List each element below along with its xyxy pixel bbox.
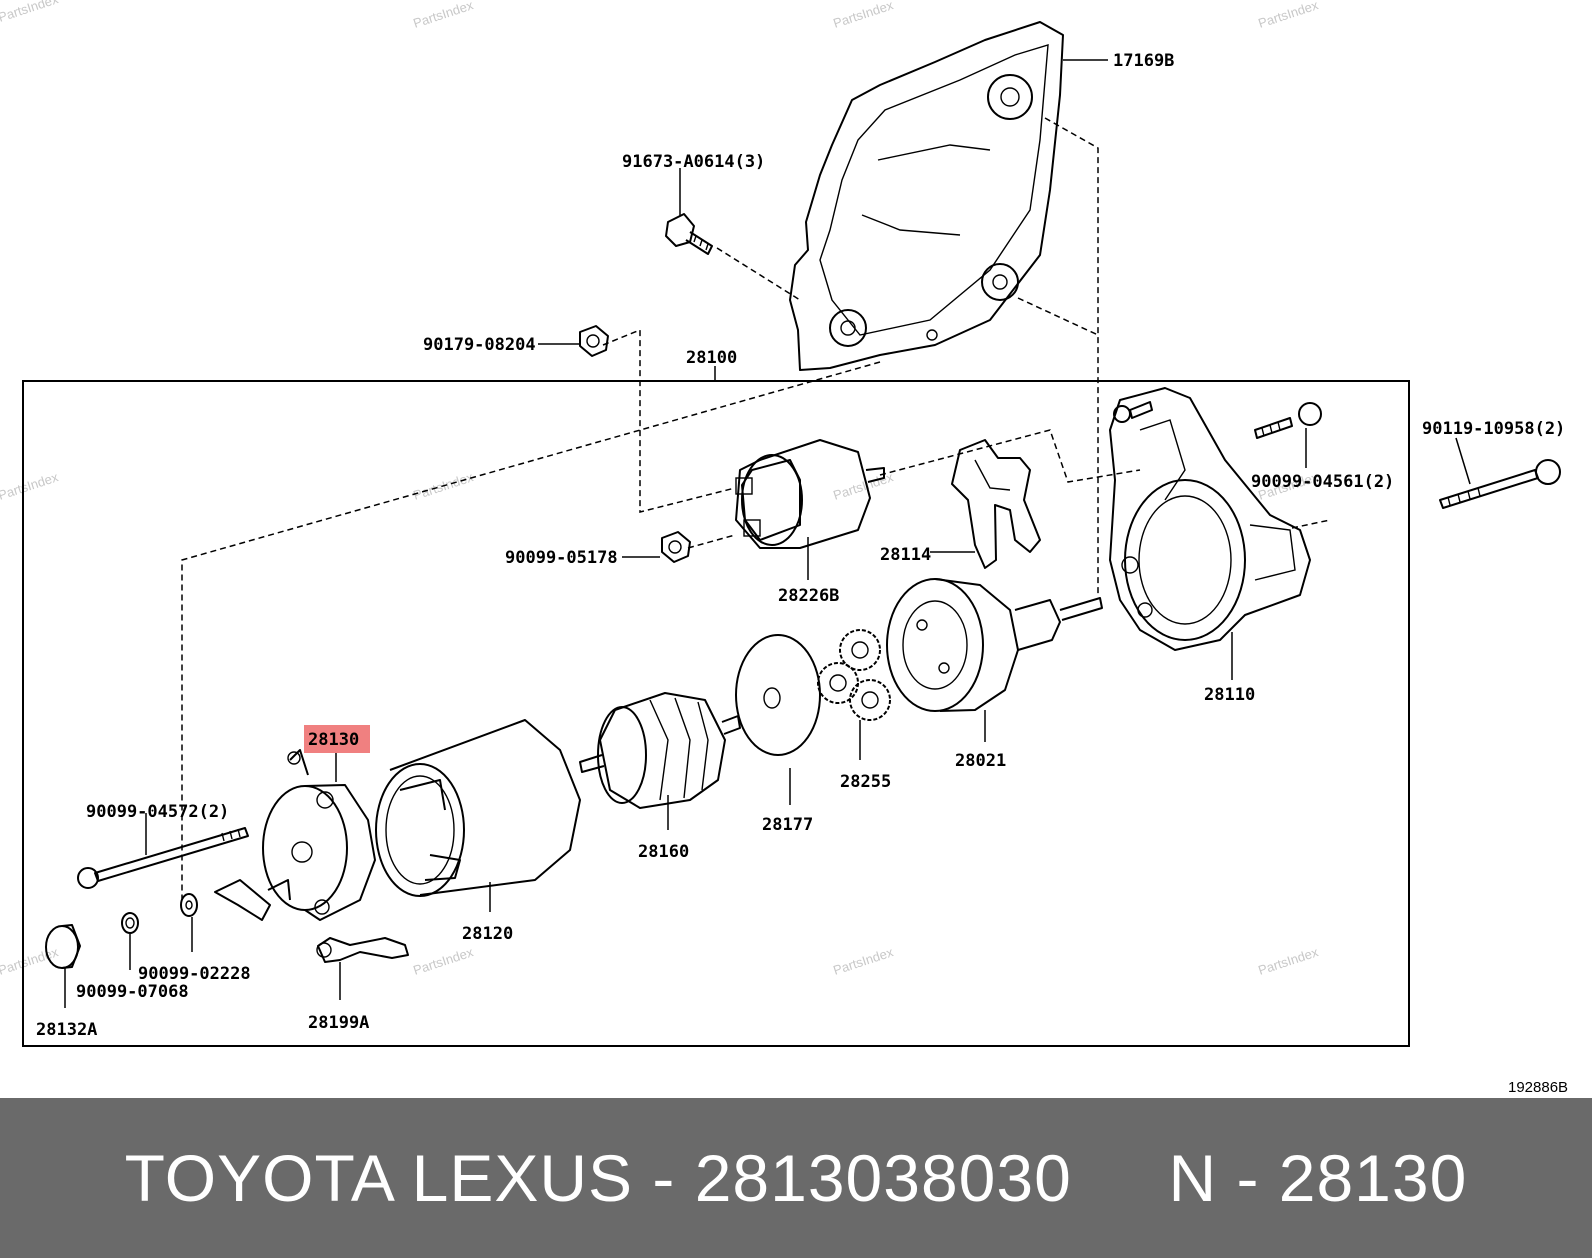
yoke-28120	[375, 719, 581, 897]
footer-bar: TOYOTA LEXUS - 2813038030 N - 28130	[0, 1098, 1592, 1258]
watermarks: PartsIndex PartsIndex PartsIndex PartsIn…	[0, 0, 1321, 978]
label-90099-05178[interactable]: 90099-05178	[505, 548, 618, 568]
washer-90099-02228	[180, 893, 198, 917]
bolt-91673	[665, 213, 713, 255]
label-28130[interactable]: 28130	[308, 730, 359, 750]
gears-28255	[817, 629, 891, 721]
washer-90099-07068	[121, 912, 139, 934]
tube-28199A	[316, 937, 409, 963]
label-28160[interactable]: 28160	[638, 842, 689, 862]
label-90099-04561[interactable]: 90099-04561(2)	[1251, 472, 1394, 492]
label-28177[interactable]: 28177	[762, 815, 813, 835]
watermark-text: PartsIndex	[411, 944, 475, 978]
leader-lines	[64, 59, 1471, 1008]
nut-90179	[579, 325, 609, 357]
watermark-text: PartsIndex	[0, 944, 61, 978]
parts-diagram: PartsIndex PartsIndex PartsIndex PartsIn…	[0, 0, 1569, 1096]
cap-28132A	[45, 924, 81, 969]
watermark-text: PartsIndex	[1256, 0, 1320, 31]
label-28114[interactable]: 28114	[880, 545, 931, 565]
lever-28114	[951, 439, 1041, 569]
label-28226B[interactable]: 28226B	[778, 586, 839, 606]
label-90099-02228[interactable]: 90099-02228	[138, 964, 251, 984]
label-28132A[interactable]: 28132A	[36, 1020, 97, 1040]
watermark-text: PartsIndex	[831, 944, 895, 978]
bolt-90099-04572	[77, 827, 249, 889]
watermark-text: PartsIndex	[1256, 944, 1320, 978]
watermark-text: PartsIndex	[411, 0, 475, 31]
label-91673-A0614[interactable]: 91673-A0614(3)	[622, 152, 765, 172]
part-labels: 17169B 91673-A0614(3) 90179-08204 28100 …	[36, 51, 1565, 1040]
nut-90099-05178	[661, 531, 691, 563]
label-28120[interactable]: 28120	[462, 924, 513, 944]
highlight-box	[304, 725, 370, 753]
reference-code: 192886B	[1508, 1079, 1568, 1096]
armature-28160	[579, 692, 741, 809]
housing-28110	[1109, 387, 1311, 651]
assembly-frame	[22, 380, 1410, 1047]
bolt-90119	[1439, 459, 1561, 509]
label-90099-07068[interactable]: 90099-07068	[76, 982, 189, 1002]
footer-title: TOYOTA LEXUS - 2813038030 N - 28130	[124, 1141, 1468, 1215]
label-28100[interactable]: 28100	[686, 348, 737, 368]
watermark-text: PartsIndex	[0, 469, 61, 503]
diagram-canvas: PartsIndex PartsIndex PartsIndex PartsIn…	[0, 0, 1568, 1096]
label-28021[interactable]: 28021	[955, 751, 1006, 771]
bolt-90099-04561	[1113, 401, 1322, 439]
label-28255[interactable]: 28255	[840, 772, 891, 792]
assembly-dashed-lines	[181, 117, 1331, 900]
solenoid-28226B	[735, 439, 885, 549]
label-90099-04572[interactable]: 90099-04572(2)	[86, 802, 229, 822]
brush-holder-28130	[214, 749, 376, 921]
label-28110[interactable]: 28110	[1204, 685, 1255, 705]
label-28199A[interactable]: 28199A	[308, 1013, 369, 1033]
label-17169B[interactable]: 17169B	[1113, 51, 1174, 71]
clutch-28021	[886, 578, 1103, 712]
watermark-text: PartsIndex	[831, 0, 895, 31]
plate-28177	[735, 634, 821, 756]
label-90119-10958[interactable]: 90119-10958(2)	[1422, 419, 1565, 439]
label-90179-08204[interactable]: 90179-08204	[423, 335, 536, 355]
watermark-text: PartsIndex	[0, 0, 61, 25]
heat-insulator-17169B	[789, 21, 1064, 371]
